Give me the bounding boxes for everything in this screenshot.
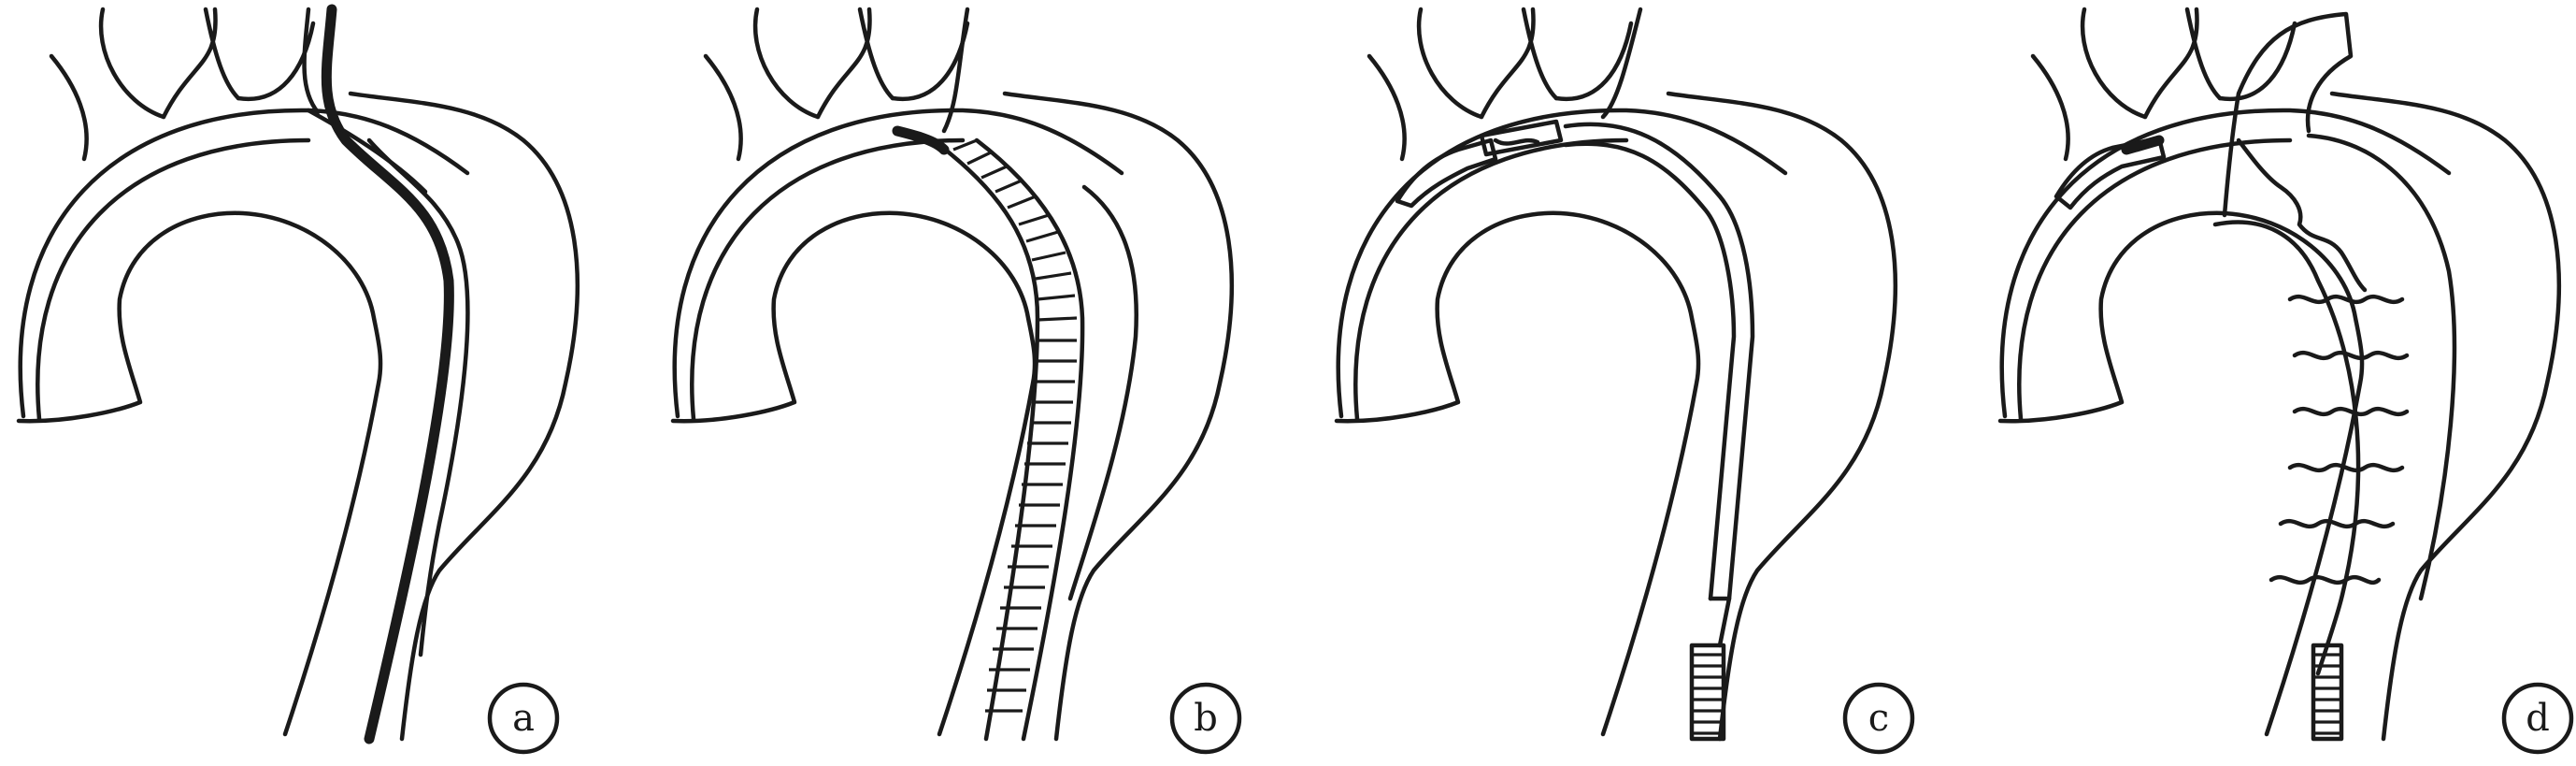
panel-label-b: b [1169,682,1242,755]
svg-text:c: c [1868,697,1889,740]
svg-text:a: a [512,697,535,740]
panel-label-d: d [2501,682,2574,755]
panel-d: d [2000,9,2574,755]
panel-b: b [673,7,1242,755]
panel-a: a [19,4,578,755]
panel-label-a: a [487,682,560,755]
svg-text:b: b [1194,697,1218,740]
svg-text:d: d [2526,697,2550,740]
panel-label-c: c [1842,682,1915,755]
panel-c: c [1337,7,1915,755]
